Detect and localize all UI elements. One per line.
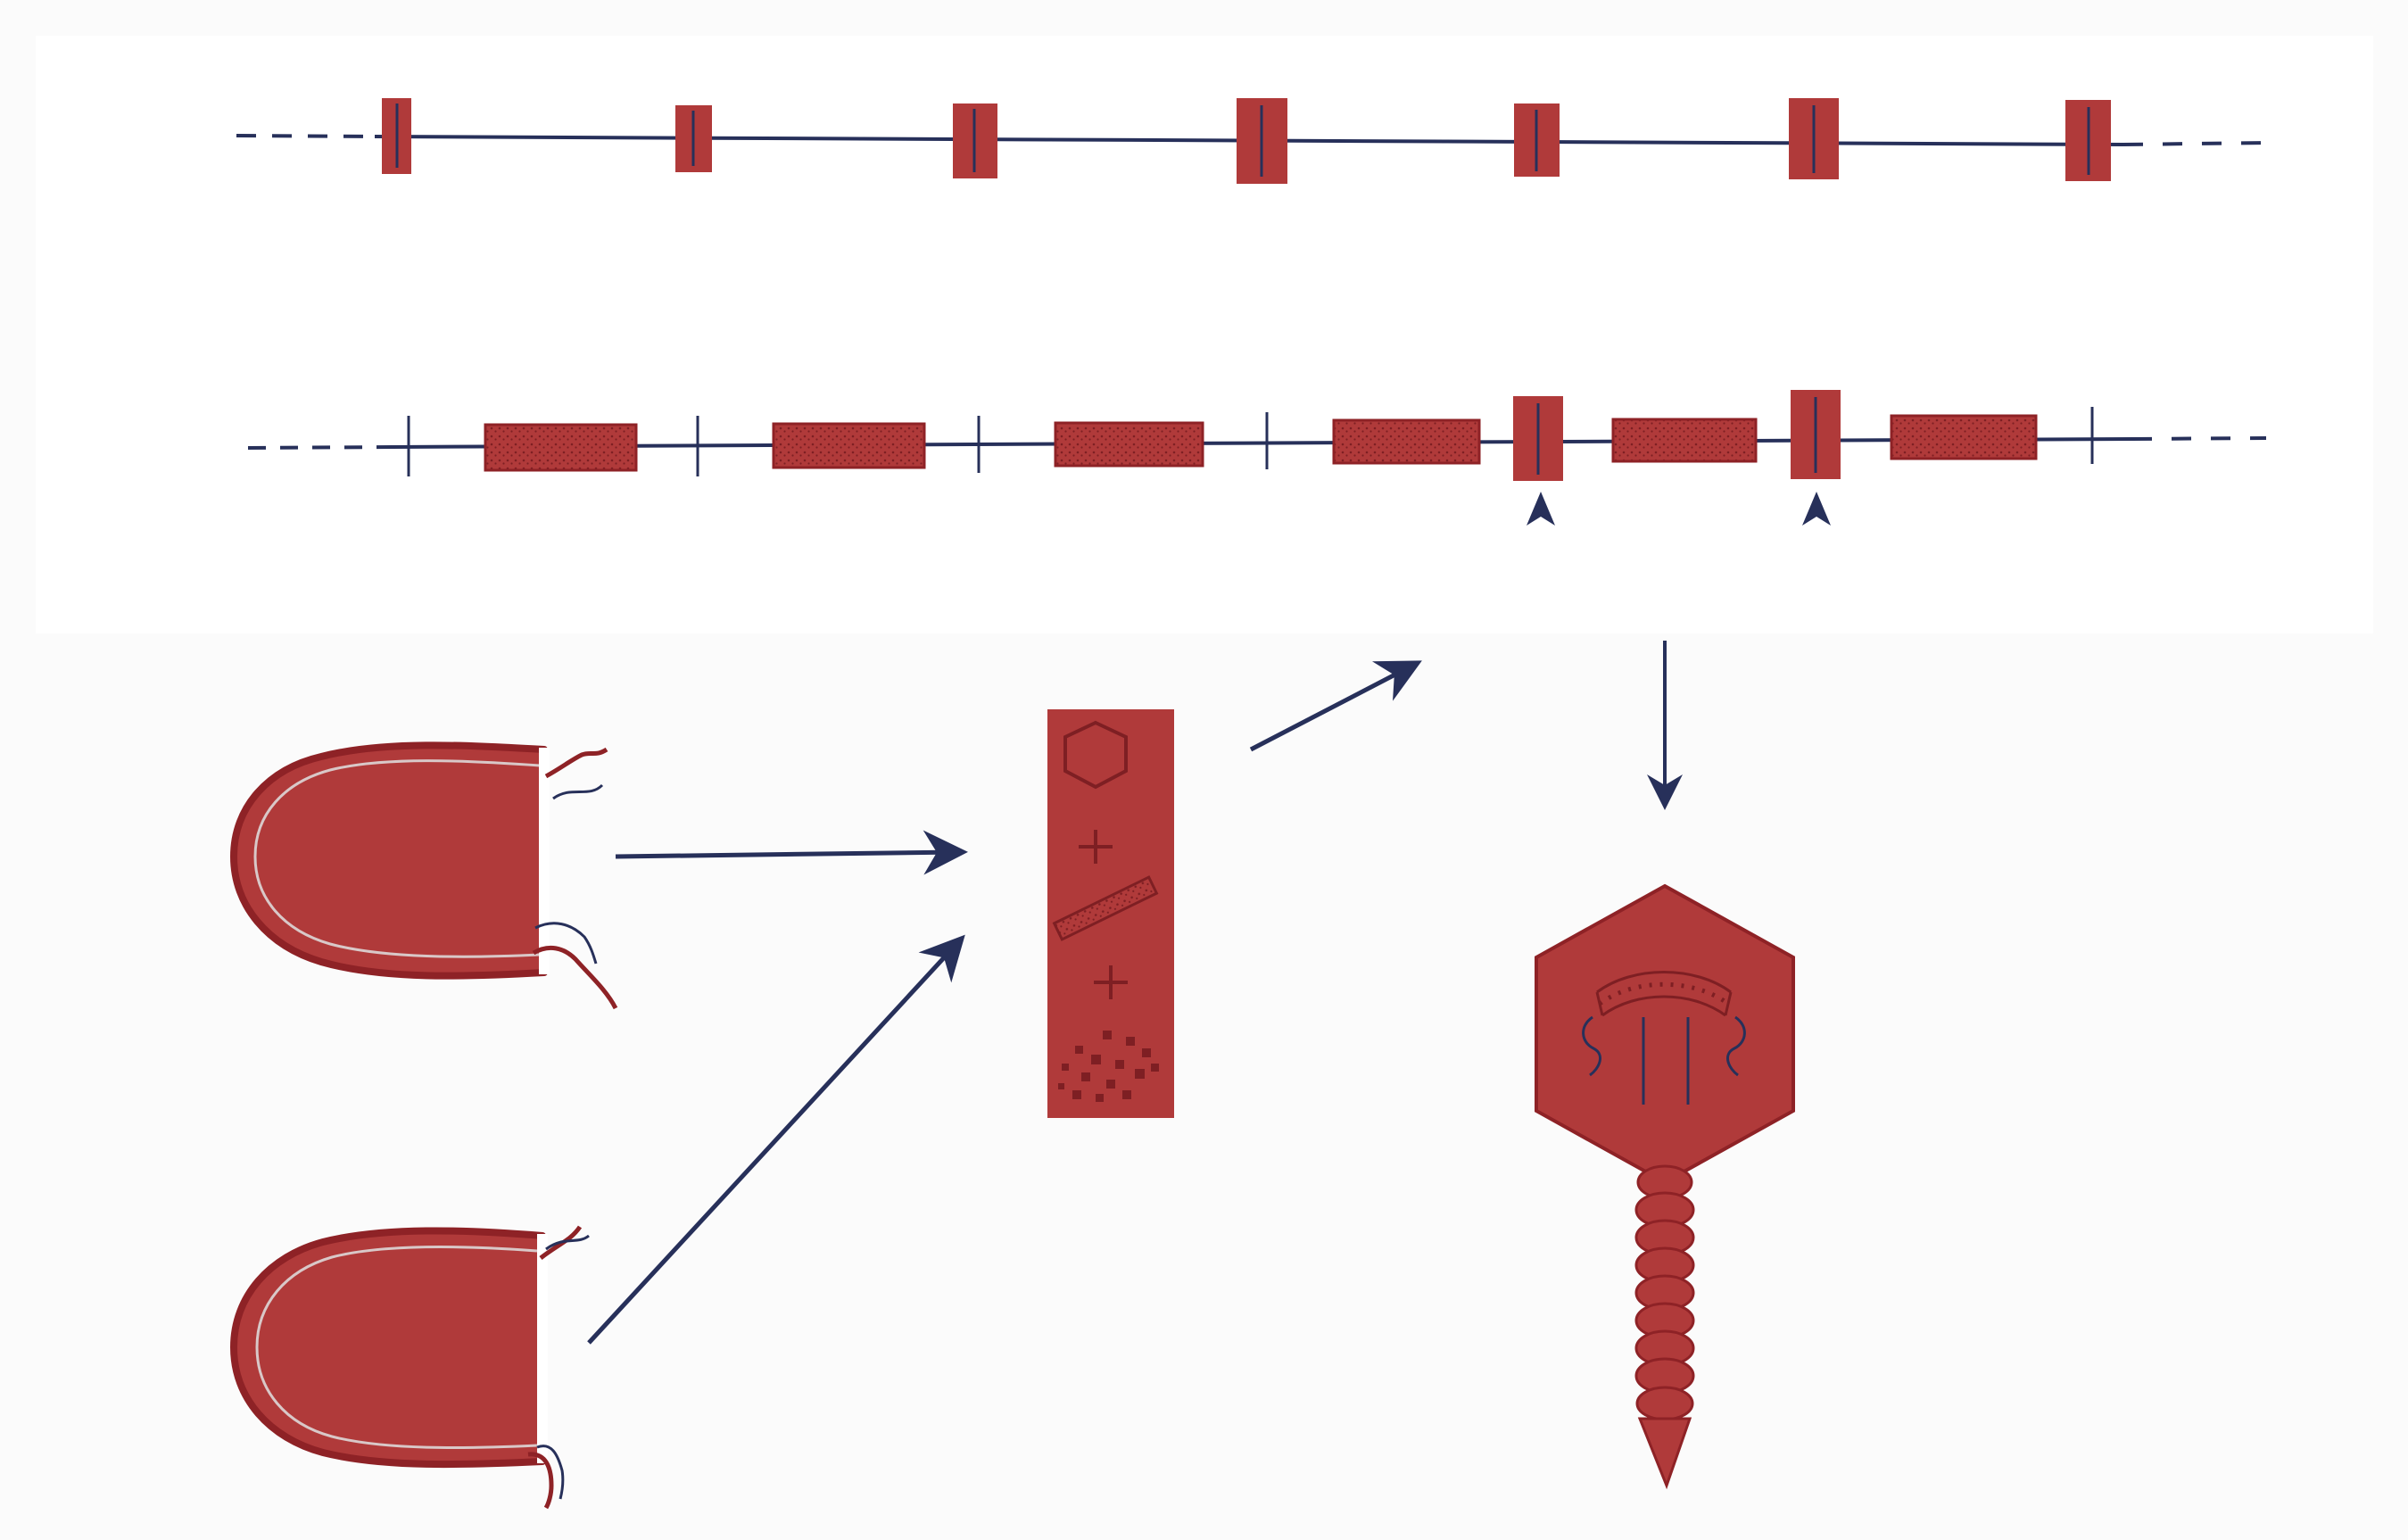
middle-short-block-2 bbox=[1791, 390, 1841, 479]
middle-long-block-4 bbox=[1332, 418, 1481, 465]
tail-rod-component bbox=[1052, 875, 1159, 941]
bacterial-cell-lower bbox=[230, 1225, 590, 1510]
arrow-lower-cell-to-components bbox=[587, 934, 965, 1345]
phage-head-inner-structure bbox=[1582, 971, 1746, 1105]
middle-dna-strand bbox=[247, 390, 2267, 526]
top-block-7 bbox=[2065, 100, 2111, 181]
phage-tail-spike bbox=[1637, 1417, 1692, 1490]
top-block-3 bbox=[953, 103, 997, 178]
arrow-cell-to-components bbox=[615, 830, 968, 875]
plus-sign-2 bbox=[1094, 965, 1128, 999]
top-strand-dash-left bbox=[236, 134, 376, 138]
middle-long-block-5 bbox=[1611, 418, 1758, 463]
bacteriophage bbox=[1535, 883, 1795, 1490]
top-block-6 bbox=[1789, 98, 1839, 179]
bacterial-cell-upper bbox=[230, 741, 618, 1010]
top-block-2 bbox=[675, 105, 712, 172]
middle-strand-dash-left bbox=[247, 445, 393, 450]
hexagon-outline bbox=[1063, 720, 1128, 790]
middle-long-block-2 bbox=[772, 422, 926, 469]
phage-head bbox=[1535, 883, 1795, 1185]
top-block-5 bbox=[1514, 103, 1560, 177]
insertion-arrowhead-1 bbox=[1527, 492, 1555, 526]
top-block-4 bbox=[1237, 98, 1287, 184]
middle-strand-line bbox=[392, 437, 2133, 449]
middle-short-block-1 bbox=[1513, 396, 1563, 481]
top-strand-dash-right bbox=[2123, 141, 2267, 146]
insertion-arrowhead-2 bbox=[1802, 492, 1831, 526]
phage-tail bbox=[1634, 1164, 1695, 1421]
top-block-1 bbox=[382, 98, 411, 174]
middle-long-block-3 bbox=[1054, 421, 1204, 468]
plus-sign-1 bbox=[1079, 830, 1113, 864]
middle-long-block-6 bbox=[1890, 414, 2038, 460]
fragments-cluster bbox=[1058, 1031, 1159, 1102]
arrow-components-to-strand bbox=[1249, 660, 1422, 752]
middle-long-block-1 bbox=[484, 423, 638, 472]
components-box bbox=[1047, 709, 1174, 1118]
top-dna-strand bbox=[236, 98, 2267, 184]
